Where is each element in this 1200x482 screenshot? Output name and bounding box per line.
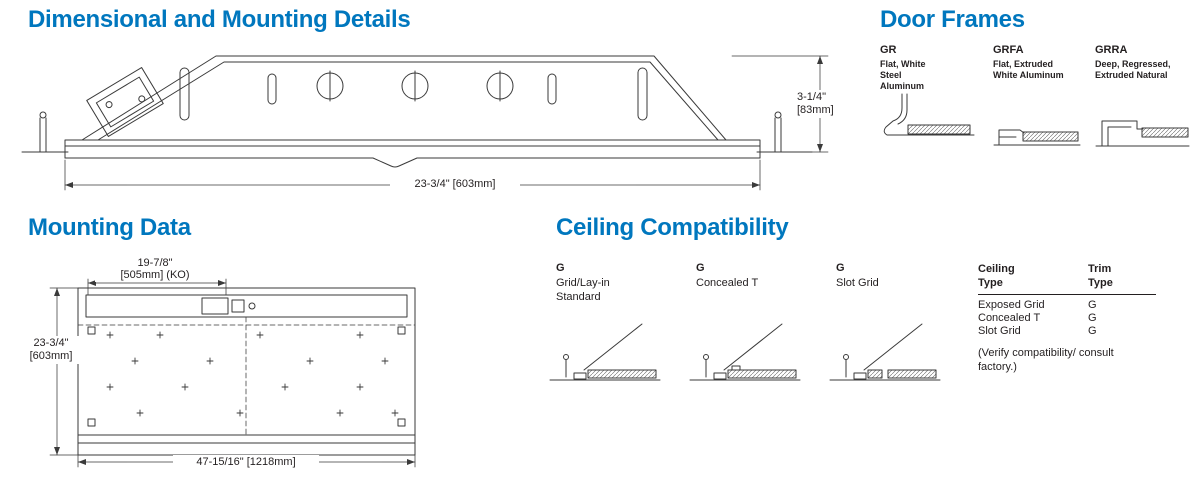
ceiling-option-description: Concealed T [696,277,759,289]
door-frame-code: GRFA [993,44,1024,56]
ko-dimension-lines [87,278,227,296]
concealed-t-profile-drawing [689,323,801,381]
width-dim-arrow-right [752,182,760,188]
door-frame-code: GR [880,44,897,56]
mounting-plan-drawing [49,278,416,468]
grid-layin-profile-drawing [549,323,661,381]
bottom-band-lines [77,434,416,444]
plan-width-arrow-right [407,459,415,465]
ko-dim-arrow-left [88,280,96,286]
door-frame-code: GRRA [1095,44,1128,56]
section-title-door-frames: Door Frames [880,6,1025,33]
mounting-slots [179,67,648,121]
grfa-profile-drawing [993,129,1081,146]
plan-width-arrow-left [78,459,86,465]
door-frame-description: Deep, Regressed, Extruded Natural [1095,59,1171,80]
width-dim-arrow-left [65,182,73,188]
grra-profile-drawing [1095,120,1190,147]
table-row: Slot Grid G [978,325,1160,338]
junction-box [86,67,164,137]
ceiling-option-slot-grid: G Slot Grid [836,262,966,290]
trim-type-code: G [556,262,565,274]
ceiling-type-cell: Exposed Grid [978,299,1045,311]
section-title-dimensional: Dimensional and Mounting Details [28,6,411,33]
door-frame-flange [64,139,761,168]
table-header-rule [978,294,1156,295]
door-frame-option-grra: GRRA Deep, Regressed, Extruded Natural [1095,44,1200,81]
door-frame-option-grfa: GRFA Flat, Extruded White Aluminum [993,44,1103,81]
table-header-ceiling-type: Ceiling Type [978,263,1015,289]
height-dim-arrow-bottom [817,144,823,152]
gr-profile-drawing [883,93,975,136]
trim-type-code: G [696,262,705,274]
fixture-housing [81,55,727,141]
fixture-plan-outline [77,287,416,456]
ceiling-option-grid-layin: G Grid/Lay-in Standard [556,262,686,304]
ko-dimension-label: 19-7/8" [505mm] (KO) [95,256,215,282]
section-title-mounting-data: Mounting Data [28,214,191,241]
fixture-cross-section-drawing [21,55,829,191]
plan-height-dimension-lines [49,287,79,456]
trim-type-cell: G [1088,325,1097,337]
plan-height-arrow-top [54,288,60,296]
section-title-ceiling-compatibility: Ceiling Compatibility [556,214,789,241]
ceiling-type-cell: Slot Grid [978,325,1021,337]
ceiling-option-concealed-t: G Concealed T [696,262,826,290]
fixture-width-dimension-label: 23-3/4" [603mm] [390,177,520,192]
plan-height-arrow-bottom [54,447,60,455]
compatibility-note: (Verify compatibility/ consult factory.) [978,347,1114,373]
ko-dim-arrow-right [218,280,226,286]
table-row: Concealed T G [978,312,1160,325]
ceiling-type-cell: Concealed T [978,312,1041,324]
mounting-holes [87,326,406,427]
fixture-height-dimension-label: 3-1/4" [83mm] [795,90,851,118]
door-frame-option-gr: GR Flat, White Steel Aluminum [880,44,990,92]
table-row: Exposed Grid G [978,299,1160,312]
door-frame-description: Flat, White Steel Aluminum [880,59,926,91]
knockout-marks [106,331,399,417]
right-hanger-clip [774,111,782,153]
trim-type-code: G [836,262,845,274]
left-hanger-clip [39,111,47,153]
trim-type-cell: G [1088,299,1097,311]
trim-type-cell: G [1088,312,1097,324]
plan-width-dimension-label: 47-15/16" [1218mm] [173,455,319,470]
table-header-trim-type: Trim Type [1088,263,1113,289]
slot-grid-profile-drawing [829,323,941,381]
height-dim-arrow-top [817,56,823,64]
ceiling-option-description: Grid/Lay-in Standard [556,277,610,303]
knockout-circles [316,70,514,102]
plan-height-dimension-label: 23-3/4" [603mm] [22,336,80,364]
raceway-band [85,294,408,318]
ceiling-option-description: Slot Grid [836,277,879,289]
door-frame-description: Flat, Extruded White Aluminum [993,59,1064,80]
